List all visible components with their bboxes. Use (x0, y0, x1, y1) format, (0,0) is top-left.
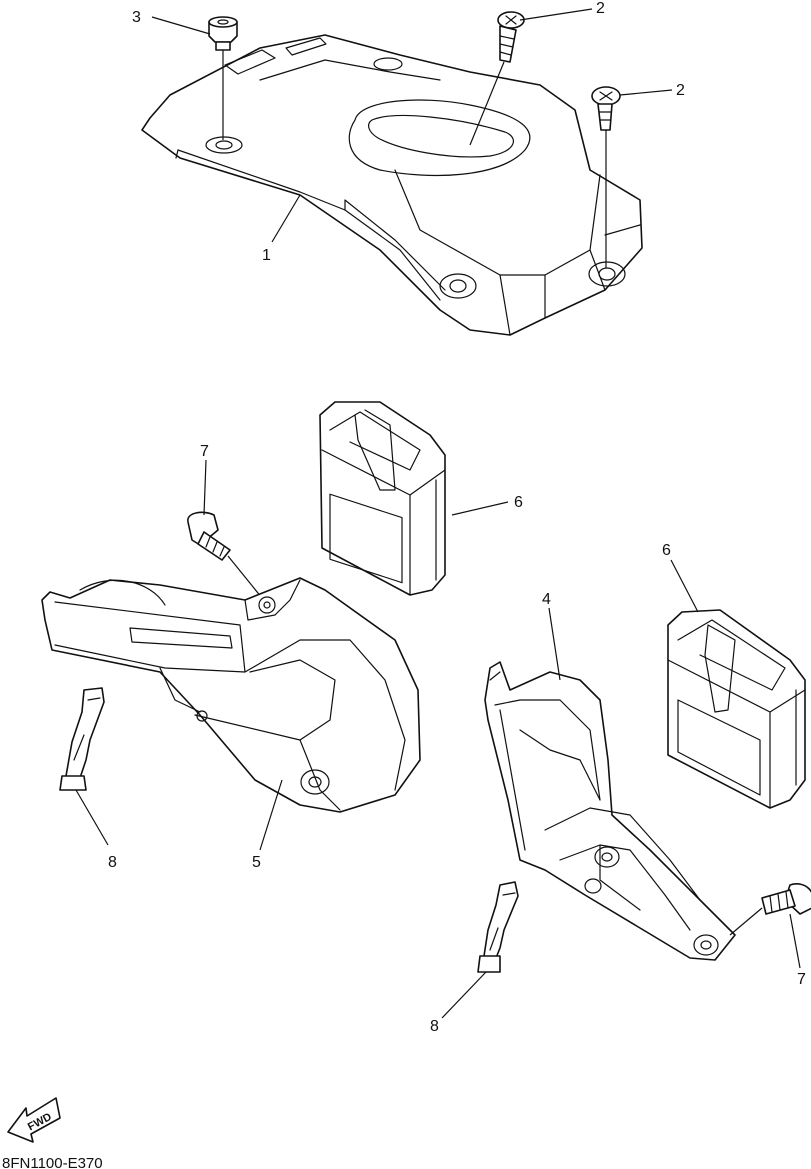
callout-leaders (151, 8, 801, 969)
callout-2-right: 2 (676, 82, 685, 99)
part-6-block-right (667, 609, 806, 809)
callout-8-left: 8 (108, 854, 117, 871)
callout-2-top: 2 (596, 0, 605, 17)
part-6-block-upper (319, 401, 446, 596)
callout-5: 5 (252, 854, 261, 871)
callout-7-right: 7 (797, 971, 806, 988)
callout-3: 3 (132, 9, 141, 26)
callout-4: 4 (542, 591, 551, 608)
part-7-bolt-right (729, 883, 811, 936)
part-5-left-cover (41, 577, 421, 813)
part-8-clip-left (59, 687, 109, 846)
part-2-screw-right (591, 86, 621, 268)
callout-8-right: 8 (430, 1018, 439, 1035)
part-8-clip-right (441, 881, 519, 1019)
part-7-bolt-left (187, 511, 263, 599)
callout-6-upper: 6 (514, 494, 523, 511)
part-4-right-cover (484, 661, 736, 961)
part-2-screw-top (469, 11, 525, 146)
callout-1: 1 (262, 247, 271, 264)
part-3-bolt (208, 16, 238, 140)
diagram-code: 8FN1100-E370 (2, 1155, 103, 1169)
callout-6-right: 6 (662, 542, 671, 559)
fwd-arrow-icon: FWD (7, 1097, 61, 1143)
callout-7-left: 7 (200, 443, 209, 460)
part-1-upper-cover (141, 34, 643, 336)
